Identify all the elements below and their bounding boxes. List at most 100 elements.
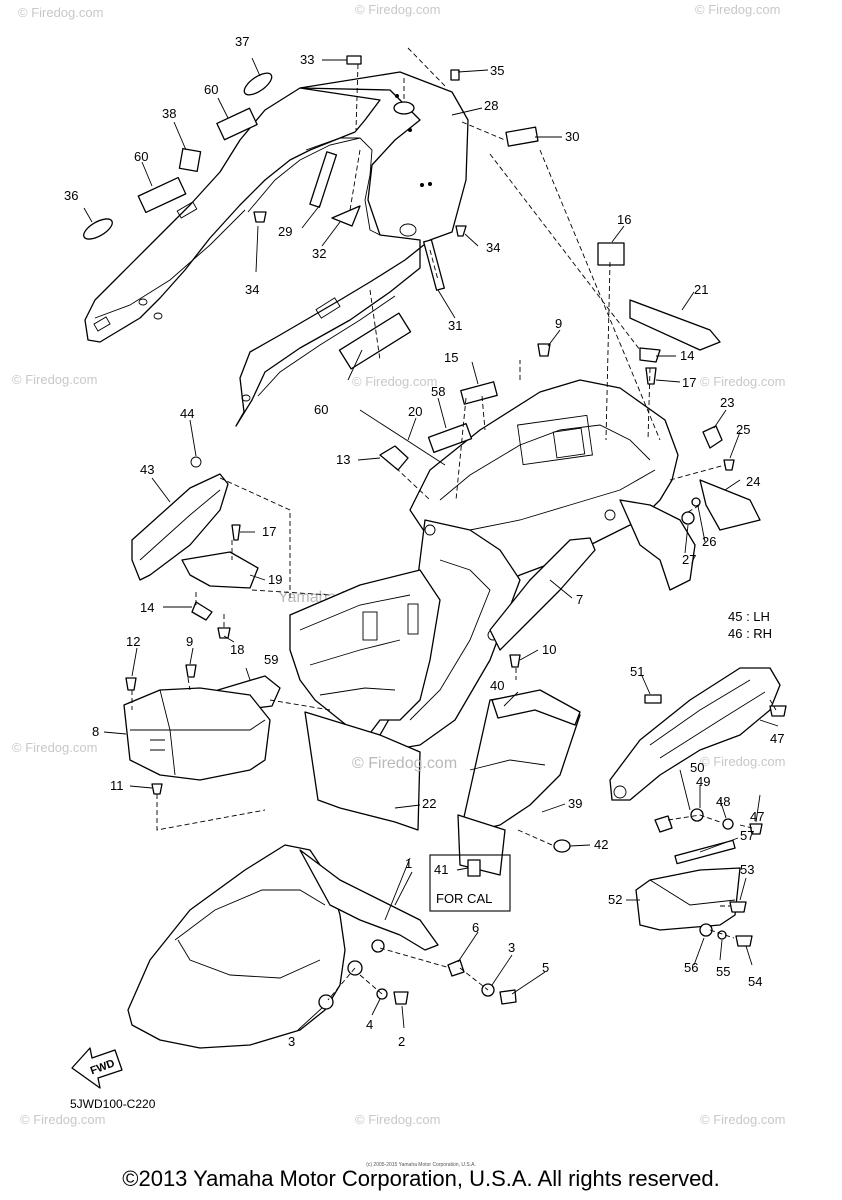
front-fender-assembly [127,844,517,1049]
part-41-label [467,859,481,877]
tail-cover-assembly [457,689,581,876]
watermark-center: © Firedog.com [352,755,457,772]
part-56-collar [699,923,713,937]
watermarks: © Firedog.com © Firedog.com © Firedog.co… [12,2,785,1127]
part-13-holder [379,445,409,471]
callout-51: 51 [630,664,644,679]
callout-31: 31 [448,318,462,333]
part-49-collar [690,808,704,822]
part-22-flap [304,711,421,831]
callout-34: 34 [245,282,259,297]
part-34-screw [253,211,267,223]
callout-39: 39 [568,796,582,811]
callout-28: 28 [484,98,498,113]
part-14-nut [191,601,213,621]
callout-44: 44 [180,406,194,421]
watermark-text: © Firedog.com [355,1112,440,1127]
cal-box-label: FOR CAL [436,891,492,906]
part-60-sticker [338,312,412,370]
seat-cowl-assembly [84,71,469,427]
grab-bar-assembly [609,667,787,947]
callout-3: 3 [288,1034,295,1049]
part-60-sticker [216,107,258,141]
part-27-nut [681,511,695,525]
part-2-bolt [393,991,409,1005]
callout-14: 14 [140,600,154,615]
callout-7: 7 [576,592,583,607]
callout-14: 14 [680,348,694,363]
part-47-bolt [769,705,787,717]
fwd-arrow-icon: FWD [71,1047,123,1089]
part-33-pad [346,55,362,65]
callout-57: 57 [740,828,754,843]
center-parts [359,242,761,668]
part-30-damper [505,126,539,147]
part-53-bolt [729,901,747,913]
part-44-grommet [190,456,202,468]
callout-13: 13 [336,452,350,467]
callout-3: 3 [508,940,515,955]
callout-30: 30 [565,129,579,144]
callout-17: 17 [262,524,276,539]
callout-60: 60 [134,149,148,164]
callout-25: 25 [736,422,750,437]
part-26-washer [691,497,701,507]
callout-9: 9 [555,316,562,331]
part-43-cover [131,473,229,581]
watermark-text: © Firedog.com [695,2,780,17]
callout-12: 12 [126,634,140,649]
callout-33: 33 [300,52,314,67]
part-12-bolt [125,677,137,691]
part-20-rod [359,409,446,466]
part-47-bolt [749,823,763,835]
watermark-text: © Firedog.com [355,2,440,17]
watermark-text: © Firedog.com [12,372,97,387]
inner-fender-assembly [217,569,441,831]
part-5-bolt [499,989,517,1005]
part-14-clip [639,347,661,363]
part-17-rivet-top [645,367,657,385]
watermark-text: © Firedog.com [18,5,103,20]
part-23-pad [702,425,723,449]
callout-60: 60 [204,82,218,97]
callout-19: 19 [268,572,282,587]
part-38-pad [178,147,202,173]
callout-24: 24 [746,474,760,489]
part-40-cover [491,689,581,726]
callout-23: 23 [720,395,734,410]
part-51-pad [644,694,662,704]
callout-9: 9 [186,634,193,649]
callout-16: 16 [617,212,631,227]
callout-26: 26 [702,534,716,549]
callout-27: 27 [682,552,696,567]
watermark-text: © Firedog.com [700,374,785,389]
callout-46: 46 : RH [728,626,772,641]
watermark-text: © Firedog.com [352,374,437,389]
callout-6: 6 [472,920,479,935]
watermark-text: © Firedog.com [12,740,97,755]
callout-48: 48 [716,794,730,809]
part-42-plug [553,839,571,853]
callout-54: 54 [748,974,762,989]
part-32-damper [331,205,361,227]
callout-40: 40 [490,678,504,693]
part-8-battery-box [123,687,271,781]
callout-5: 5 [542,960,549,975]
callout-43: 43 [140,462,154,477]
part-15-pad [460,381,498,405]
callout-59: 59 [264,652,278,667]
callout-36: 36 [64,188,78,203]
callout-45: 45 : LH [728,609,770,624]
callout-2: 2 [398,1034,405,1049]
callout-35: 35 [490,63,504,78]
callout-49: 49 [696,774,710,789]
callout-15: 15 [444,350,458,365]
part-37-cap [243,72,273,96]
watermark-text: © Firedog.com [20,1112,105,1127]
part-19-bracket [181,551,259,589]
callout-47: 47 [750,809,764,824]
part-52-bracket [635,867,741,931]
callout-20: 20 [408,404,422,419]
part-11-grommet [151,783,163,795]
